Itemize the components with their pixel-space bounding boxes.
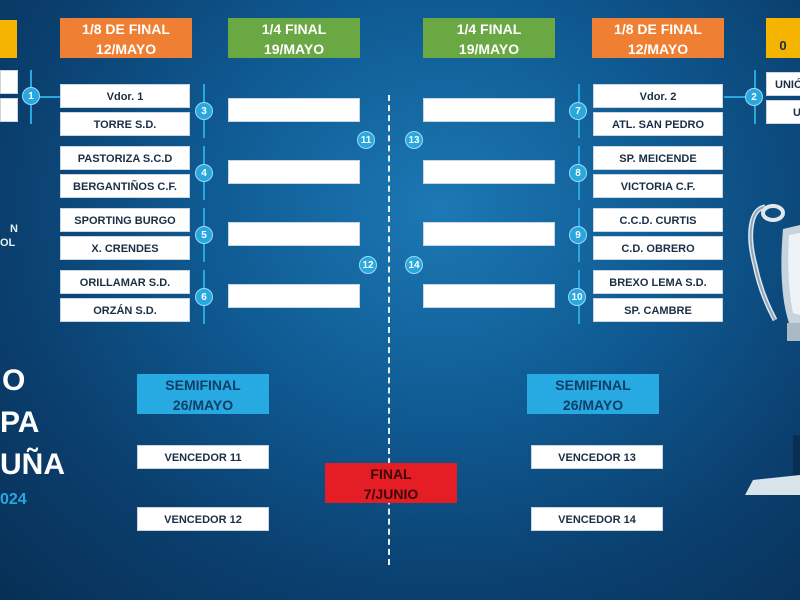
left-r16-match-4-home: PASTORIZA S.C.D [60, 146, 190, 170]
match-number-4: 4 [195, 164, 213, 182]
match-number-9: 9 [569, 226, 587, 244]
header-semi-right-date: 26/MAYO [562, 397, 624, 413]
left-side-text: N OL [0, 222, 18, 250]
header-semi-left-title: SEMIFINAL [165, 377, 241, 393]
match-number-10: 10 [568, 288, 586, 306]
left-r16-match-6-away: ORZÁN S.D. [60, 298, 190, 322]
prelim-left-slot-2 [0, 98, 18, 122]
header-prelim-left [0, 20, 17, 58]
header-r16-left: 1/8 DE FINAL 12/MAYO [60, 18, 192, 58]
left-side-text-1: N [10, 223, 18, 235]
right-r16-match-10-home: BREXO LEMA S.D. [593, 270, 723, 294]
left-r16-match-5-home: SPORTING BURGO [60, 208, 190, 232]
header-semi-left: SEMIFINAL 26/MAYO [137, 374, 269, 414]
left-qf-slot-1 [228, 98, 360, 122]
right-r16-match-8-home: SP. MEICENDE [593, 146, 723, 170]
left-qf-slot-4 [228, 284, 360, 308]
competition-year: 024 [0, 491, 27, 508]
semi-left-team-1: VENCEDOR 11 [137, 445, 269, 469]
competition-title-line-3: UÑA [0, 448, 65, 481]
match-number-11: 11 [357, 131, 375, 149]
header-qf-right-date: 19/MAYO [458, 41, 520, 57]
prelim-right-link [724, 96, 746, 98]
header-r16-right-date: 12/MAYO [627, 41, 689, 57]
left-r16-match-6-home: ORILLAMAR S.D. [60, 270, 190, 294]
competition-title-line-2: PA [0, 406, 40, 439]
match-number-1: 1 [22, 87, 40, 105]
right-qf-slot-3 [423, 222, 555, 246]
prelim-left-link [38, 96, 60, 98]
right-r16-match-7-home: Vdor. 2 [593, 84, 723, 108]
header-semi-right: SEMIFINAL 26/MAYO [527, 374, 659, 414]
header-qf-left-title: 1/4 FINAL [261, 21, 327, 37]
competition-title: O PA UÑA [0, 362, 65, 484]
match-number-13: 13 [405, 131, 423, 149]
right-r16-match-10-away: SP. CAMBRE [593, 298, 723, 322]
header-prelim-right-text: 0 [779, 38, 787, 53]
competition-title-line-1: O [2, 364, 26, 397]
trophy-icon [745, 204, 800, 495]
prelim-right-team-1: UNIÓ [766, 72, 800, 96]
header-semi-right-title: SEMIFINAL [555, 377, 631, 393]
header-r16-right: 1/8 DE FINAL 12/MAYO [592, 18, 724, 58]
header-r16-right-title: 1/8 DE FINAL [614, 21, 702, 37]
match-number-7: 7 [569, 102, 587, 120]
prelim-left-slot-1 [0, 70, 18, 94]
semi-right-team-2: VENCEDOR 14 [531, 507, 663, 531]
left-qf-slot-3 [228, 222, 360, 246]
semi-left-team-2: VENCEDOR 12 [137, 507, 269, 531]
right-qf-slot-2 [423, 160, 555, 184]
prelim-right-team-2: U [766, 100, 800, 124]
right-r16-match-9-home: C.C.D. CURTIS [593, 208, 723, 232]
match-number-3: 3 [195, 102, 213, 120]
right-qf-slot-1 [423, 98, 555, 122]
match-number-8: 8 [569, 164, 587, 182]
left-r16-match-5-away: X. CRENDES [60, 236, 190, 260]
header-qf-left-date: 19/MAYO [263, 41, 325, 57]
left-r16-match-3-home: Vdor. 1 [60, 84, 190, 108]
match-number-12: 12 [359, 256, 377, 274]
match-number-2: 2 [745, 88, 763, 106]
left-qf-slot-2 [228, 160, 360, 184]
left-r16-match-4-away: BERGANTIÑOS C.F. [60, 174, 190, 198]
header-prelim-right: 0 [766, 18, 800, 58]
left-side-text-2: OL [0, 237, 16, 249]
header-r16-left-date: 12/MAYO [95, 41, 157, 57]
semi-right-team-1: VENCEDOR 13 [531, 445, 663, 469]
header-r16-left-title: 1/8 DE FINAL [82, 21, 170, 37]
match-number-6: 6 [195, 288, 213, 306]
right-r16-match-7-away: ATL. SAN PEDRO [593, 112, 723, 136]
right-qf-slot-4 [423, 284, 555, 308]
match-number-14: 14 [405, 256, 423, 274]
header-qf-right: 1/4 FINAL 19/MAYO [423, 18, 555, 58]
header-final-title: FINAL [370, 466, 412, 482]
header-final-date: 7/JUNIO [363, 486, 419, 502]
header-semi-left-date: 26/MAYO [172, 397, 234, 413]
left-r16-match-3-away: TORRE S.D. [60, 112, 190, 136]
right-r16-match-8-away: VICTORIA C.F. [593, 174, 723, 198]
header-qf-left: 1/4 FINAL 19/MAYO [228, 18, 360, 58]
right-r16-match-9-away: C.D. OBRERO [593, 236, 723, 260]
bracket-divider [388, 95, 390, 565]
match-number-5: 5 [195, 226, 213, 244]
header-qf-right-title: 1/4 FINAL [456, 21, 522, 37]
header-final: FINAL 7/JUNIO [325, 463, 457, 503]
